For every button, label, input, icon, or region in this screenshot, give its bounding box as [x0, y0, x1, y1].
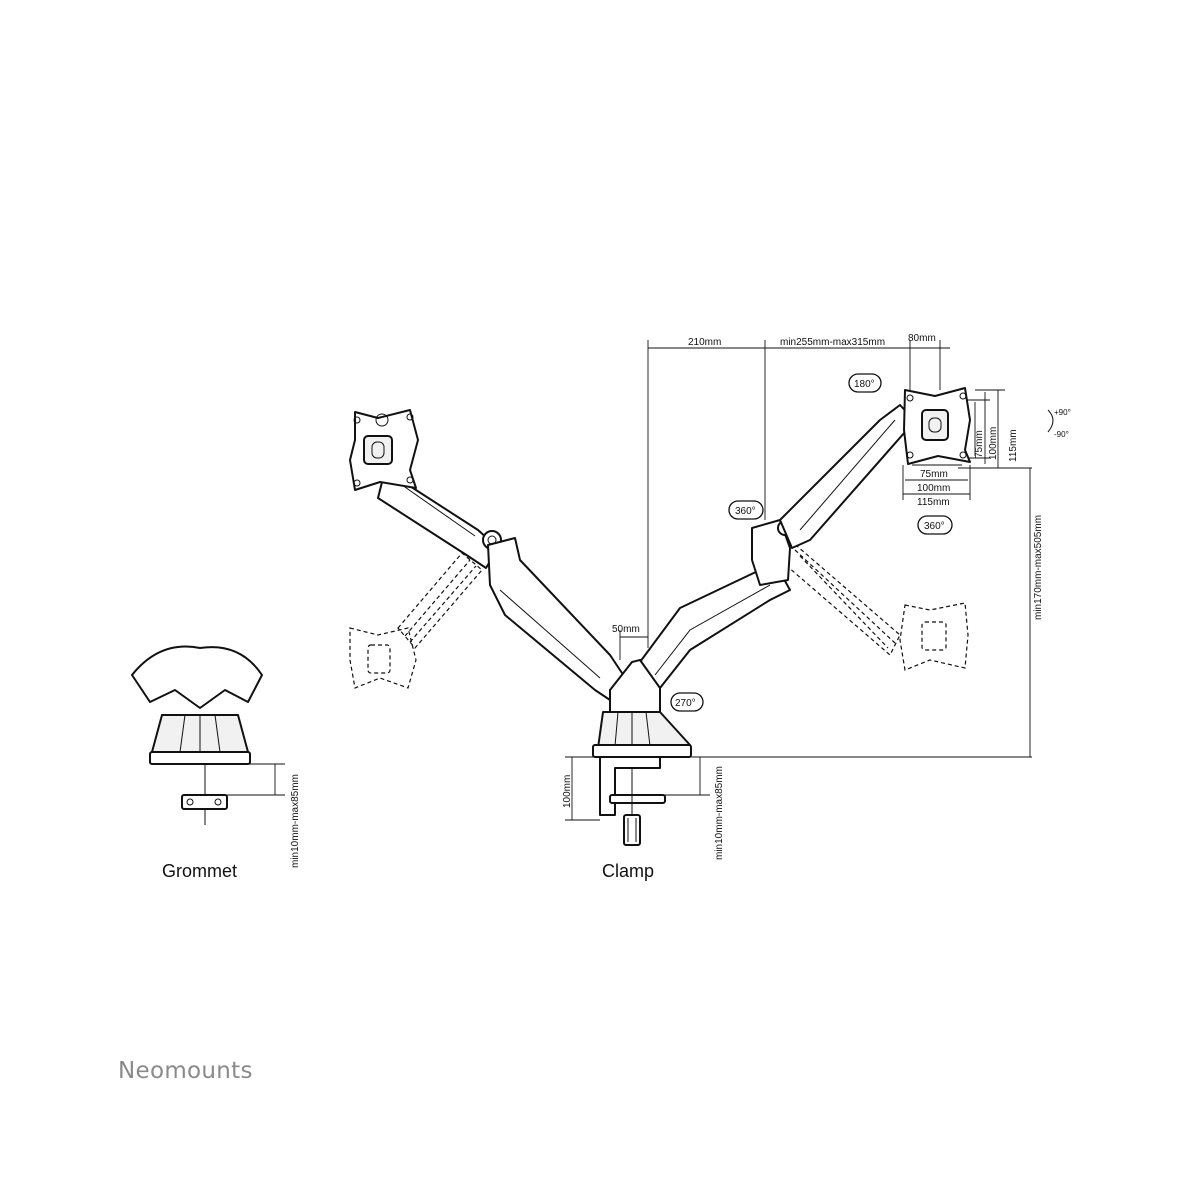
right-lower-arm — [639, 569, 791, 701]
left-lower-arm — [487, 537, 629, 701]
vesa-75-vertical-label: 75mm — [974, 430, 985, 458]
tilt-rotation-label: 180° — [854, 379, 875, 390]
swivel-arm-badge: 360° — [728, 500, 764, 520]
vesa-115-horizontal-label: 115mm — [917, 497, 950, 508]
brand-logo: Neomounts — [118, 1058, 253, 1084]
clamp-height-label: 100mm — [562, 775, 573, 808]
rotation-head-label: 360° — [924, 521, 945, 532]
left-upper-arm — [377, 469, 499, 569]
left-arm-ghost — [349, 552, 483, 689]
grommet-base-plate — [149, 751, 251, 765]
vesa-width-top-label: 80mm — [908, 333, 936, 344]
tilt-down-label: -90° — [1054, 430, 1069, 439]
swivel-arm-label: 360° — [735, 506, 756, 517]
dimension-labels: 210mm min255mm-max315mm 80mm 50mm 75mm 1… — [290, 333, 1044, 868]
base-collar — [597, 711, 691, 749]
grommet-assembly — [131, 645, 263, 825]
arm-reach-label: 210mm — [688, 337, 721, 348]
vesa-115-vertical-label: 115mm — [1008, 429, 1019, 462]
grommet-desk-thickness-label: min10mm-max85mm — [290, 774, 301, 868]
vesa-75-horizontal-label: 75mm — [920, 469, 948, 480]
vesa-100-vertical-label: 100mm — [988, 427, 999, 460]
left-vesa-plate — [349, 409, 419, 491]
tilt-up-label: +90° — [1054, 408, 1071, 417]
dimension-lines — [226, 340, 1032, 821]
clamp-jaw — [609, 794, 666, 804]
rotation-badges: 180° 360° 360° 270° +90° -90° — [670, 373, 1071, 712]
vesa-100-horizontal-label: 100mm — [917, 483, 950, 494]
grommet-top — [131, 645, 263, 709]
clamp-assembly — [592, 659, 692, 846]
left-arm-assembly — [349, 409, 629, 701]
clamp-caption: Clamp — [602, 861, 654, 881]
clamp-body — [599, 756, 661, 816]
right-arm-ghost — [779, 539, 969, 671]
height-range-label: min170mm-max505mm — [1033, 515, 1044, 620]
upper-arm-reach-label: min255mm-max315mm — [780, 337, 885, 348]
clamp-desk-thickness-label: min10mm-max85mm — [714, 766, 725, 860]
right-arm-assembly — [639, 387, 971, 701]
pole-offset-label: 50mm — [612, 624, 640, 635]
base-swivel-label: 270° — [675, 698, 696, 709]
base-swivel-badge: 270° — [670, 692, 704, 712]
rotation-head-badge: 360° — [917, 515, 953, 535]
tilt-indicator: +90° -90° — [1047, 408, 1071, 439]
grommet-plate-washer — [181, 794, 228, 810]
clamp-base-plate — [592, 744, 692, 758]
clamp-knob — [623, 814, 641, 846]
tilt-rotation-badge: 180° — [848, 373, 882, 393]
grommet-caption: Grommet — [162, 861, 237, 881]
right-vesa-plate — [903, 387, 971, 465]
